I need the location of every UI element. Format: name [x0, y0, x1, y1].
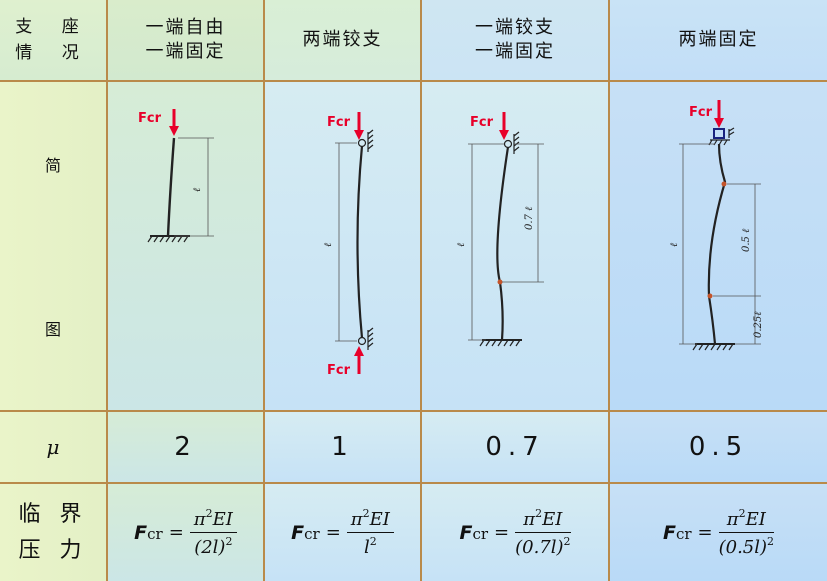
- bottom-support-hatch: [367, 327, 374, 350]
- header-col2-line1: 两端铰支: [302, 29, 383, 50]
- formula-pinned-fixed: Fcr = π2EI (0.7l)2: [422, 484, 610, 581]
- mu-value: 1: [331, 432, 354, 462]
- force-label: Fcr: [470, 115, 494, 130]
- formula-fixed-fixed: Fcr = π2EI (0.5l)2: [610, 484, 827, 581]
- pinned-pinned-column-figure: Fcr Fcr ℓ: [323, 112, 374, 378]
- length-label: ℓ: [323, 243, 334, 247]
- critical-load-formula: Fcr = π2EI (0.5l)2: [662, 507, 775, 558]
- fixed-fixed-column-figure: Fcr: [669, 100, 764, 351]
- critical-load-formula: Fcr = π2EI l2: [291, 507, 394, 558]
- upper-inflection-node: [721, 181, 727, 187]
- force-label: Fcr: [689, 105, 713, 120]
- mu-free-fixed: 2: [108, 412, 265, 484]
- header-col1-line1: 一端自由: [145, 17, 226, 38]
- top-support-hatch: [513, 131, 520, 154]
- length-label: ℓ: [456, 243, 467, 247]
- critical-load-row-label: 临 界 压 力: [0, 484, 108, 581]
- mu-value: 0.5: [688, 432, 749, 462]
- dimension-lines: [468, 143, 544, 341]
- column-line: [166, 137, 176, 237]
- length-025-label: 0.25ℓ: [753, 312, 764, 338]
- diagram-pinned-pinned: Fcr Fcr ℓ: [265, 82, 422, 412]
- mu-pinned-pinned: 1: [265, 412, 422, 484]
- column-line: [707, 143, 727, 345]
- dimension-line: [335, 142, 357, 342]
- diagram-fixed-fixed: Fcr: [610, 82, 827, 412]
- force-label: Fcr: [138, 111, 162, 126]
- diagram-row-label: 简 图: [0, 82, 108, 412]
- ground-hatch: [692, 343, 734, 351]
- top-force-head: [354, 130, 364, 140]
- length-label: ℓ: [669, 243, 680, 247]
- ground-hatch: [479, 339, 521, 347]
- header-support-label: 支 座 情 况: [0, 0, 108, 82]
- pinned-fixed-column-figure: Fcr ℓ: [456, 112, 544, 347]
- header-col1-line2: 一端固定: [145, 41, 226, 62]
- mu-fixed-fixed: 0.5: [610, 412, 827, 484]
- mu-pinned-fixed: 0.7: [422, 412, 610, 484]
- critical-load-formula: Fcr = π2EI (0.7l)2: [459, 507, 571, 558]
- header-col4-line1: 两端固定: [678, 29, 759, 50]
- mu-value: 2: [174, 432, 197, 462]
- formula-free-fixed: Fcr = π2EI (2l)2: [108, 484, 265, 581]
- mu-value: 0.7: [485, 432, 545, 462]
- lower-inflection-node: [707, 293, 713, 299]
- dimension-line: [174, 137, 214, 237]
- diagram-label-top: 简: [44, 156, 61, 175]
- header-free-fixed: 一端自由 一端固定: [108, 0, 265, 82]
- critical-load-formula: Fcr = π2EI (2l)2: [134, 507, 237, 558]
- bottom-pin: [357, 336, 367, 346]
- free-fixed-column-figure: Fcr ℓ: [138, 109, 214, 243]
- inflection-node: [497, 279, 503, 285]
- force-arrow-head: [714, 118, 724, 128]
- top-pin: [503, 139, 513, 149]
- length-05-label: 0.5 ℓ: [741, 229, 752, 252]
- header-col3-line2: 一端固定: [475, 41, 555, 62]
- critical-load-label: 临 界 压 力: [18, 501, 88, 563]
- header-pinned-pinned: 两端铰支: [265, 0, 422, 82]
- force-arrow-head: [169, 126, 179, 136]
- top-force-label: Fcr: [327, 115, 351, 130]
- diagram-label-bottom: 图: [44, 320, 61, 339]
- support-condition-label: 支 座 情 况: [15, 17, 91, 63]
- header-pinned-fixed: 一端铰支 一端固定: [422, 0, 610, 82]
- header-col3-line1: 一端铰支: [475, 17, 555, 38]
- dimension-lines: [679, 143, 761, 345]
- mu-row-label: μ: [0, 412, 108, 484]
- top-guided-support: [713, 128, 725, 139]
- force-arrow-head: [499, 130, 509, 140]
- length-07-label: 0.7 ℓ: [524, 207, 535, 230]
- diagram-pinned-fixed: Fcr ℓ: [422, 82, 610, 412]
- column-line: [356, 145, 364, 339]
- formula-pinned-pinned: Fcr = π2EI l2: [265, 484, 422, 581]
- bottom-force-label: Fcr: [327, 363, 351, 378]
- header-fixed-fixed: 两端固定: [610, 0, 827, 82]
- length-label: ℓ: [192, 188, 203, 192]
- mu-symbol: μ: [46, 435, 60, 459]
- column-line: [496, 146, 510, 341]
- top-pin: [357, 138, 367, 148]
- top-support-hatch: [367, 129, 374, 152]
- bottom-force-head: [354, 346, 364, 356]
- ground-hatch: [147, 235, 189, 243]
- diagram-free-fixed: Fcr ℓ: [108, 82, 265, 412]
- top-support-hatch: [708, 127, 735, 146]
